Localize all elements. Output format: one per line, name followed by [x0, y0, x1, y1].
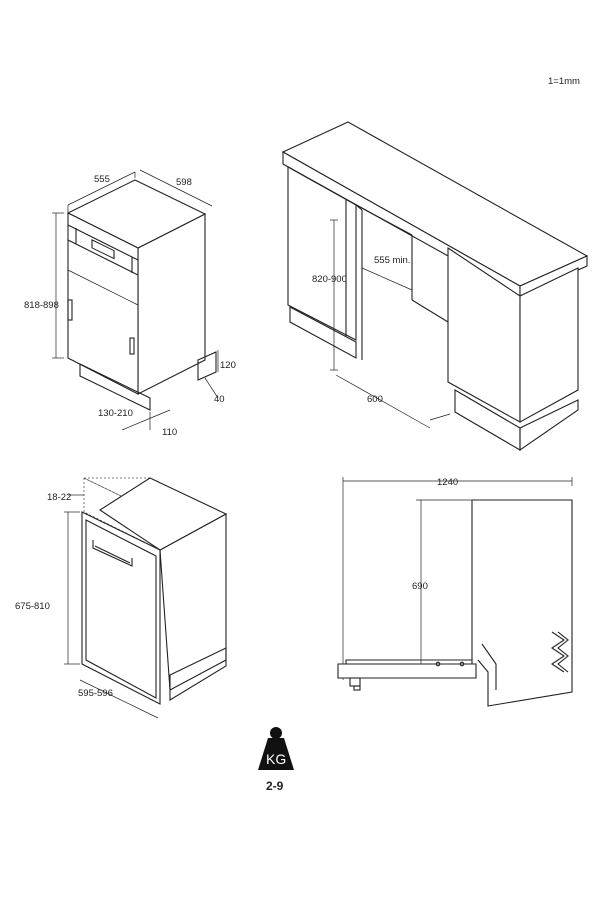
- dishwasher-3d-view: 555 598 818-898 120 40 130-210 110: [24, 169, 236, 438]
- open-door: [337, 663, 477, 679]
- left-cabinet: [287, 166, 357, 341]
- dim-cabinet-height-label: 820-900: [312, 274, 347, 285]
- weight-icon: KG: [258, 727, 294, 770]
- door-open-side-view: 1240 690: [337, 477, 573, 707]
- dim-foot-offset-label: 110: [162, 427, 177, 438]
- plinth-block: [197, 351, 217, 381]
- cabinet-body-outline: [472, 499, 573, 707]
- dim-height-label: 818-898: [24, 300, 59, 311]
- dim-min-width-label: 555 min.: [374, 255, 410, 266]
- dim-plinth-depth-label: 40: [214, 394, 225, 405]
- dim-open-length-label: 1240: [437, 477, 458, 488]
- door-handle: [92, 540, 133, 567]
- dim-plinth-height-label: 120: [220, 360, 236, 371]
- weight-range-label: 2-9: [266, 779, 284, 793]
- dim-depth-label: 555: [94, 174, 110, 185]
- dim-gap-label: 18-22: [47, 492, 71, 503]
- scale-note: 1=1mm: [548, 76, 580, 87]
- dim-width-label: 598: [176, 177, 192, 188]
- dim-panel-width-label: 595-596: [78, 688, 113, 699]
- dim-door-height-label: 690: [412, 581, 428, 592]
- dim-foot-range-label: 130-210: [98, 408, 133, 419]
- decor-door-panel: [81, 511, 161, 705]
- control-display: [91, 239, 115, 260]
- dim-cabinet-depth-label: 600: [367, 394, 383, 405]
- dim-panel-height-label: 675-810: [15, 601, 50, 612]
- cabinet-install-view: 820-900 555 min. 600: [281, 121, 589, 452]
- weight-unit-label: KG: [266, 751, 286, 767]
- panel-front-view: 18-22 675-810 595-596: [15, 477, 228, 719]
